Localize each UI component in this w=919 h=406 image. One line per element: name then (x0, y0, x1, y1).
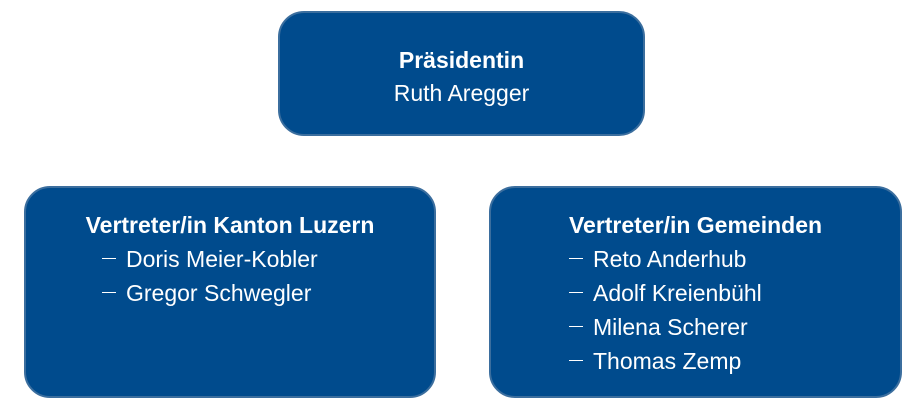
dash-icon (102, 292, 116, 294)
dash-icon (569, 292, 583, 294)
canton-member-list: Doris Meier-Kobler Gregor Schwegler (102, 242, 434, 310)
member-item: Gregor Schwegler (102, 276, 434, 310)
member-name: Adolf Kreienbühl (593, 280, 762, 306)
canton-representatives-box: Vertreter/in Kanton Luzern Doris Meier-K… (24, 186, 436, 398)
dash-icon (569, 360, 583, 362)
municipal-group-title: Vertreter/in Gemeinden (568, 212, 823, 238)
municipal-representatives-box: Vertreter/in Gemeinden Reto Anderhub Ado… (489, 186, 902, 398)
member-item: Thomas Zemp (569, 344, 900, 378)
member-item: Milena Scherer (569, 310, 900, 344)
member-item: Reto Anderhub (569, 242, 900, 276)
president-name: Ruth Aregger (393, 80, 530, 106)
dash-icon (569, 326, 583, 328)
canton-group-title: Vertreter/in Kanton Luzern (85, 212, 375, 238)
dash-icon (569, 258, 583, 260)
member-name: Reto Anderhub (593, 246, 747, 272)
president-box: Präsidentin Ruth Aregger (278, 11, 645, 136)
member-name: Gregor Schwegler (126, 280, 312, 306)
dash-icon (102, 258, 116, 260)
member-name: Doris Meier-Kobler (126, 246, 318, 272)
municipal-member-list: Reto Anderhub Adolf Kreienbühl Milena Sc… (569, 242, 900, 378)
member-name: Milena Scherer (593, 314, 748, 340)
member-item: Doris Meier-Kobler (102, 242, 434, 276)
member-name: Thomas Zemp (593, 348, 742, 374)
president-role: Präsidentin (398, 47, 525, 73)
member-item: Adolf Kreienbühl (569, 276, 900, 310)
